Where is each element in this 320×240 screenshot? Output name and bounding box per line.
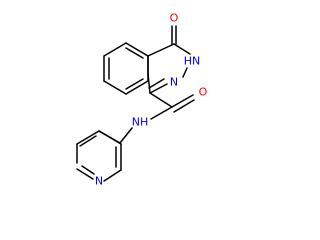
atom-oxygen-carbonyl: O [170, 12, 179, 25]
bond-n2-c1-double [148, 78, 165, 89]
atom-nh-ring: HN [184, 55, 201, 68]
bond-benz-5-double [125, 78, 144, 90]
bond-benz-5 [125, 80, 149, 95]
bond-n2-c1 [149, 83, 168, 94]
bond-n-ch2 [119, 127, 133, 144]
atom-nitrogen-pyridine: N [95, 175, 103, 188]
bond-camide-o-double [173, 99, 195, 113]
atom-nh-amide: NH [132, 116, 149, 129]
molecule-canvas: O HN N O NH N [76, 11, 208, 188]
structure-diagram: O HN N O NH N [76, 12, 208, 188]
atom-nitrogen-ring: N [170, 76, 178, 89]
bond-camide-o [171, 94, 194, 108]
bond-py-6 [98, 130, 122, 145]
bond-benz-4 [103, 80, 127, 95]
atoms: O HN N O NH N [95, 12, 208, 188]
bond-benz-1-double [125, 47, 144, 59]
bond-py-3 [76, 168, 94, 180]
bond-n3-n2 [182, 67, 188, 78]
bond-py-1-double [79, 135, 97, 147]
bond-py-4 [103, 169, 122, 182]
bond-py-1 [76, 130, 100, 145]
bond-camide-n [150, 106, 173, 120]
bond-benz-1 [125, 42, 149, 57]
bond-c1-camide [149, 92, 173, 108]
atom-oxygen-amide: O [199, 86, 208, 99]
bonds [76, 25, 195, 182]
bond-py-3-double [81, 165, 95, 175]
bond-c4a-c4 [147, 43, 175, 57]
bond-c4-n3 [173, 43, 191, 55]
bond-benz-2 [103, 42, 127, 57]
